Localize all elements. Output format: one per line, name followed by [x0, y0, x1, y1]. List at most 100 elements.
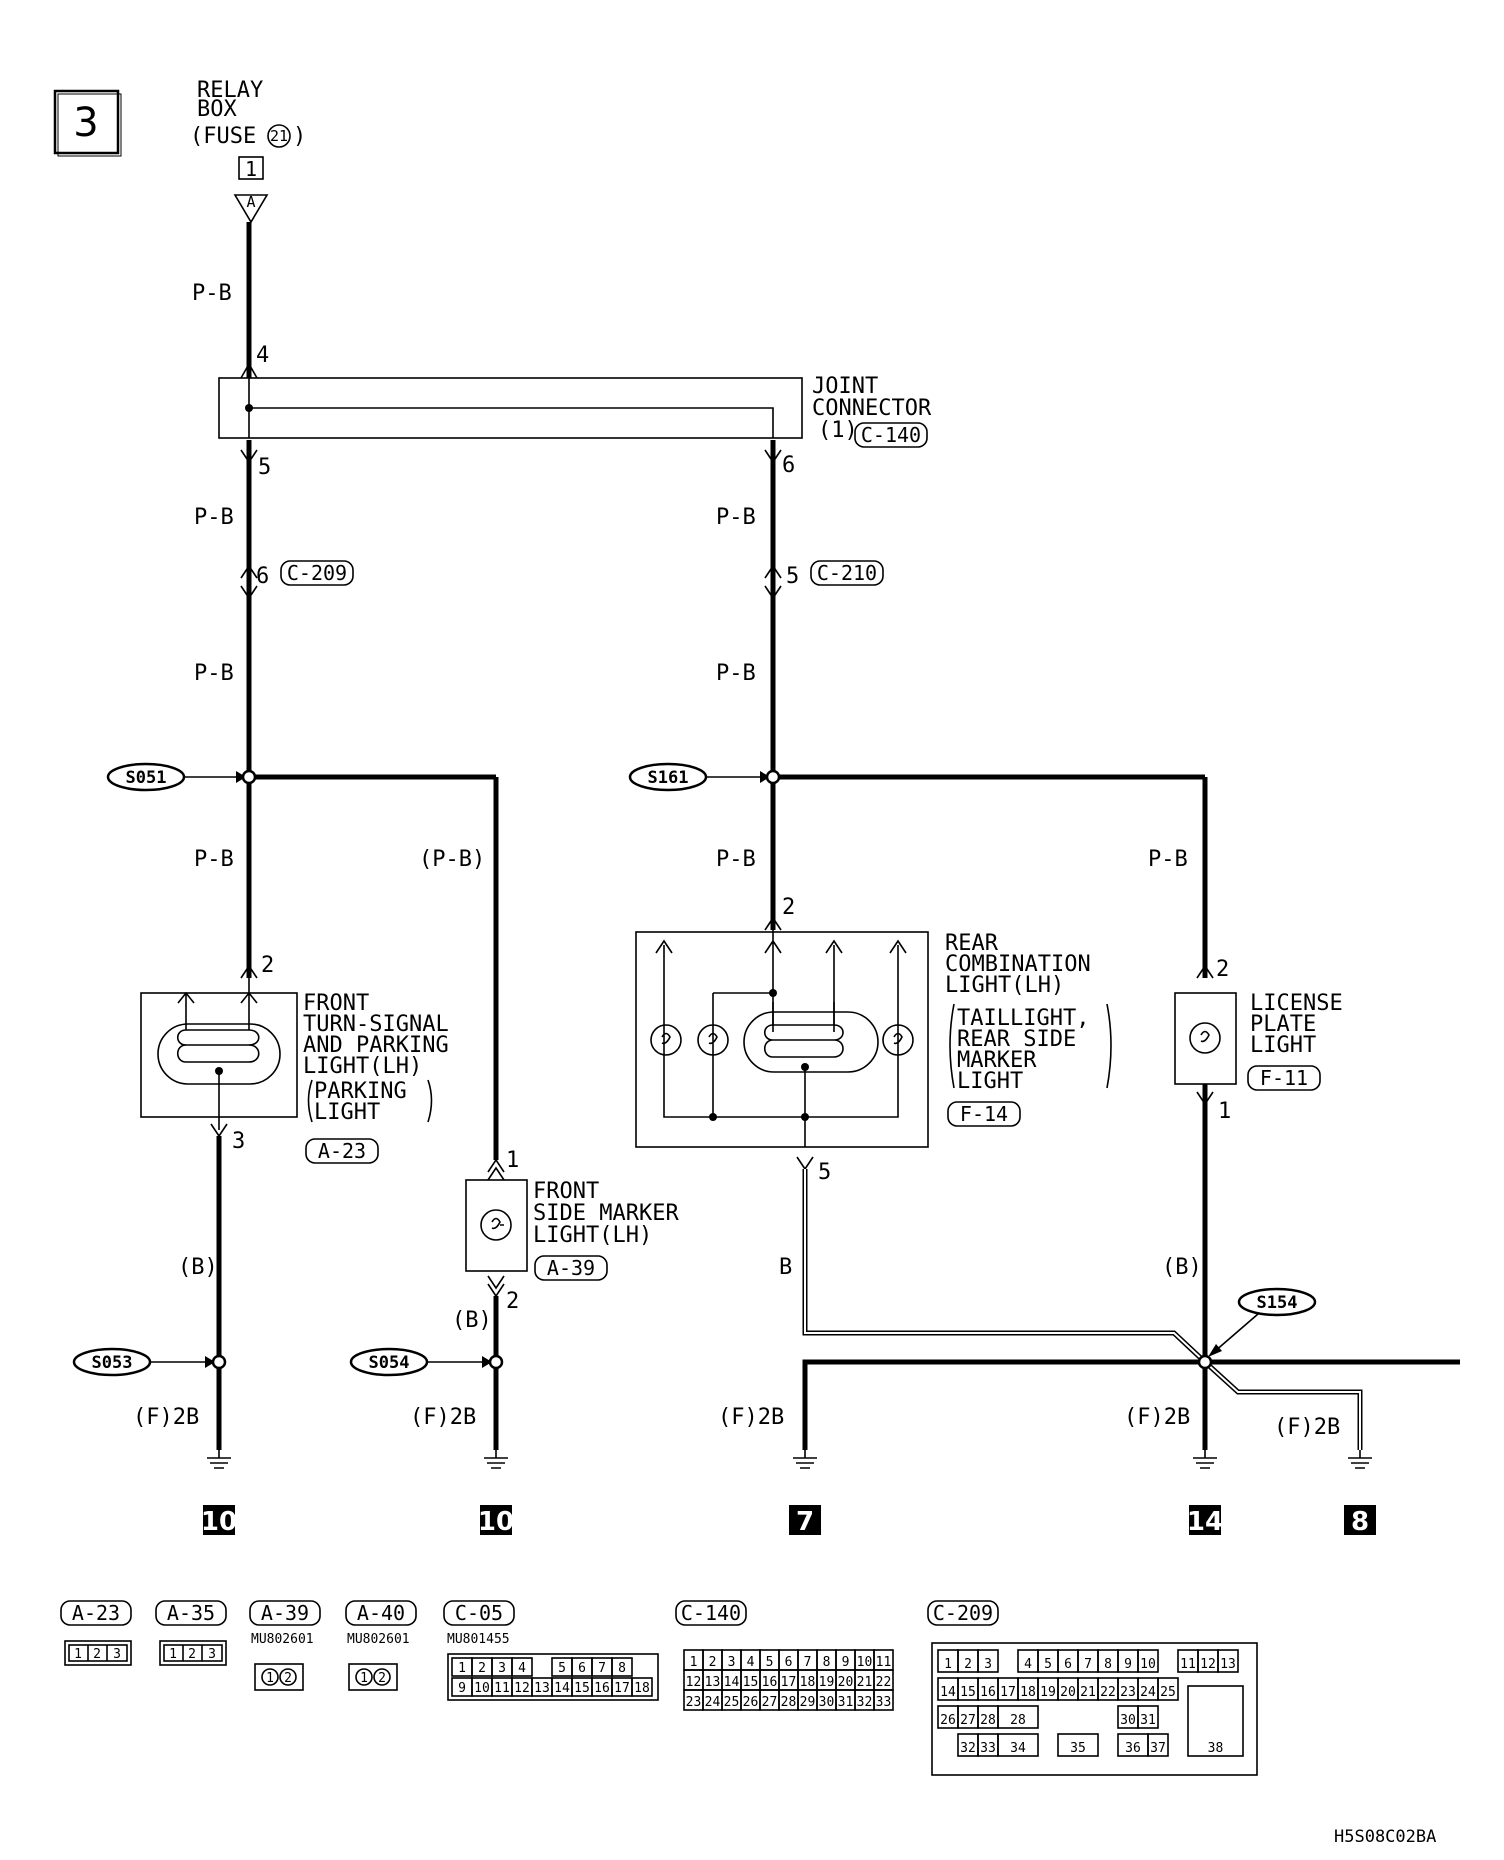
pin-label: 12 [1200, 1657, 1216, 1672]
svg-text:TAILLIGHT,: TAILLIGHT, [957, 1006, 1089, 1031]
pin-label: 31 [1140, 1713, 1156, 1728]
pin-label: 1 [944, 1657, 952, 1672]
pin-label: 28 [980, 1713, 996, 1728]
pin-label: 38 [1208, 1741, 1224, 1756]
svg-text:REAR: REAR [945, 931, 999, 956]
svg-text:MU802601: MU802601 [251, 1632, 314, 1647]
pin-label: 13 [705, 1675, 721, 1690]
pin-label: 23 [1120, 1685, 1136, 1700]
pin-label: 24 [1140, 1685, 1156, 1700]
svg-text:(F)2B: (F)2B [1274, 1415, 1340, 1440]
svg-text:10: 10 [478, 1507, 514, 1537]
svg-text:1: 1 [1218, 1099, 1231, 1124]
svg-text:A-40: A-40 [357, 1601, 405, 1625]
svg-text:SIDE MARKER: SIDE MARKER [533, 1201, 679, 1226]
pin-label: 8 [618, 1661, 626, 1676]
pin-label: 16 [762, 1675, 778, 1690]
svg-text:3: 3 [113, 1647, 121, 1662]
svg-text:RELAY: RELAY [197, 78, 263, 103]
splice-s054: S054 [369, 1353, 410, 1373]
pin-label: 9 [458, 1681, 466, 1696]
joint-connector: JOINT CONNECTOR (1) C-140 [218, 374, 932, 448]
svg-text:AND PARKING: AND PARKING [303, 1033, 449, 1058]
c209-tag: C-209 [287, 561, 347, 585]
pin-label: 1 [690, 1655, 698, 1670]
svg-text:P-B: P-B [194, 661, 234, 686]
pin-label: 3 [728, 1655, 736, 1670]
pin-label: 10 [857, 1655, 873, 1670]
svg-text:C-140: C-140 [681, 1601, 741, 1625]
svg-text:LIGHT: LIGHT [957, 1069, 1023, 1094]
svg-text:(1): (1) [818, 418, 858, 443]
svg-text:5: 5 [786, 564, 799, 589]
pin-label: 15 [574, 1681, 590, 1696]
license-plate-light: 2 1 LICENSE PLATE LIGHT F-11 [1174, 957, 1343, 1124]
svg-text:1: 1 [506, 1148, 519, 1173]
svg-text:(F)2B: (F)2B [718, 1405, 784, 1430]
fuse-number: 21 [270, 127, 288, 145]
svg-text:BOX: BOX [197, 97, 237, 122]
pin-label: 8 [1104, 1657, 1112, 1672]
svg-text:P-B: P-B [194, 505, 234, 530]
svg-text:LIGHT: LIGHT [314, 1100, 380, 1125]
ground-symbols [207, 1450, 1372, 1469]
svg-text:JOINT: JOINT [812, 374, 878, 399]
diagram-code: H5S08C02BA [1334, 1827, 1436, 1847]
pin-label: 25 [724, 1695, 740, 1710]
pin-label: 19 [1040, 1685, 1056, 1700]
pin-label: 27 [762, 1695, 778, 1710]
svg-text:P-B: P-B [716, 661, 756, 686]
svg-text:(F)2B: (F)2B [410, 1405, 476, 1430]
pin-label: 12 [686, 1675, 702, 1690]
svg-text:CONNECTOR: CONNECTOR [812, 396, 932, 421]
svg-text:2: 2 [1216, 957, 1229, 982]
pin-label: 33 [980, 1741, 996, 1756]
svg-text:A-23: A-23 [318, 1139, 366, 1163]
svg-text:A-39: A-39 [547, 1256, 595, 1280]
svg-text:2: 2 [188, 1647, 196, 1662]
svg-text:5: 5 [818, 1160, 831, 1185]
pin-label: 9 [1124, 1657, 1132, 1672]
svg-text:4: 4 [256, 343, 269, 368]
pin-label: 5 [558, 1661, 566, 1676]
svg-text:(B): (B) [178, 1255, 218, 1280]
pin-label: 11 [876, 1655, 892, 1670]
pin-label: 23 [686, 1695, 702, 1710]
pin-label: 22 [1100, 1685, 1116, 1700]
pin-label: 29 [800, 1695, 816, 1710]
svg-text:P-B: P-B [194, 847, 234, 872]
pin-label: 7 [1084, 1657, 1092, 1672]
pin-label: 1 [458, 1661, 466, 1676]
svg-text:2: 2 [284, 1671, 292, 1686]
pin-label: 20 [1060, 1685, 1076, 1700]
svg-text:COMBINATION: COMBINATION [945, 952, 1091, 977]
svg-text:REAR SIDE: REAR SIDE [957, 1027, 1076, 1052]
svg-text:3: 3 [232, 1129, 245, 1154]
pin-label: 2 [709, 1655, 717, 1670]
pin-label: 18 [1020, 1685, 1036, 1700]
pin-label: 17 [781, 1675, 797, 1690]
svg-text:10: 10 [201, 1507, 237, 1537]
pin-label: 14 [940, 1685, 956, 1700]
svg-text:LIGHT: LIGHT [1250, 1033, 1316, 1058]
c210-tag: C-210 [817, 561, 877, 585]
svg-text:LIGHT(LH): LIGHT(LH) [303, 1054, 422, 1079]
rear-combination-light: 2 5 REAR COMBINATION LIGHT(LH) TAILLIGHT… [635, 895, 1112, 1185]
pin-label: 14 [554, 1681, 570, 1696]
splice-s051: S051 [126, 768, 167, 788]
pin-label: 18 [634, 1681, 650, 1696]
pin-label: 7 [598, 1661, 606, 1676]
pin-label: 4 [1024, 1657, 1032, 1672]
svg-text:2: 2 [782, 895, 795, 920]
svg-text:14: 14 [1187, 1507, 1223, 1537]
svg-text:2: 2 [261, 953, 274, 978]
svg-text:A-39: A-39 [261, 1601, 309, 1625]
svg-text:2: 2 [506, 1289, 519, 1314]
pin-label: 33 [876, 1695, 892, 1710]
pin-label: 30 [1120, 1713, 1136, 1728]
svg-text:MU802601: MU802601 [347, 1632, 410, 1647]
pin-label: 31 [838, 1695, 854, 1710]
